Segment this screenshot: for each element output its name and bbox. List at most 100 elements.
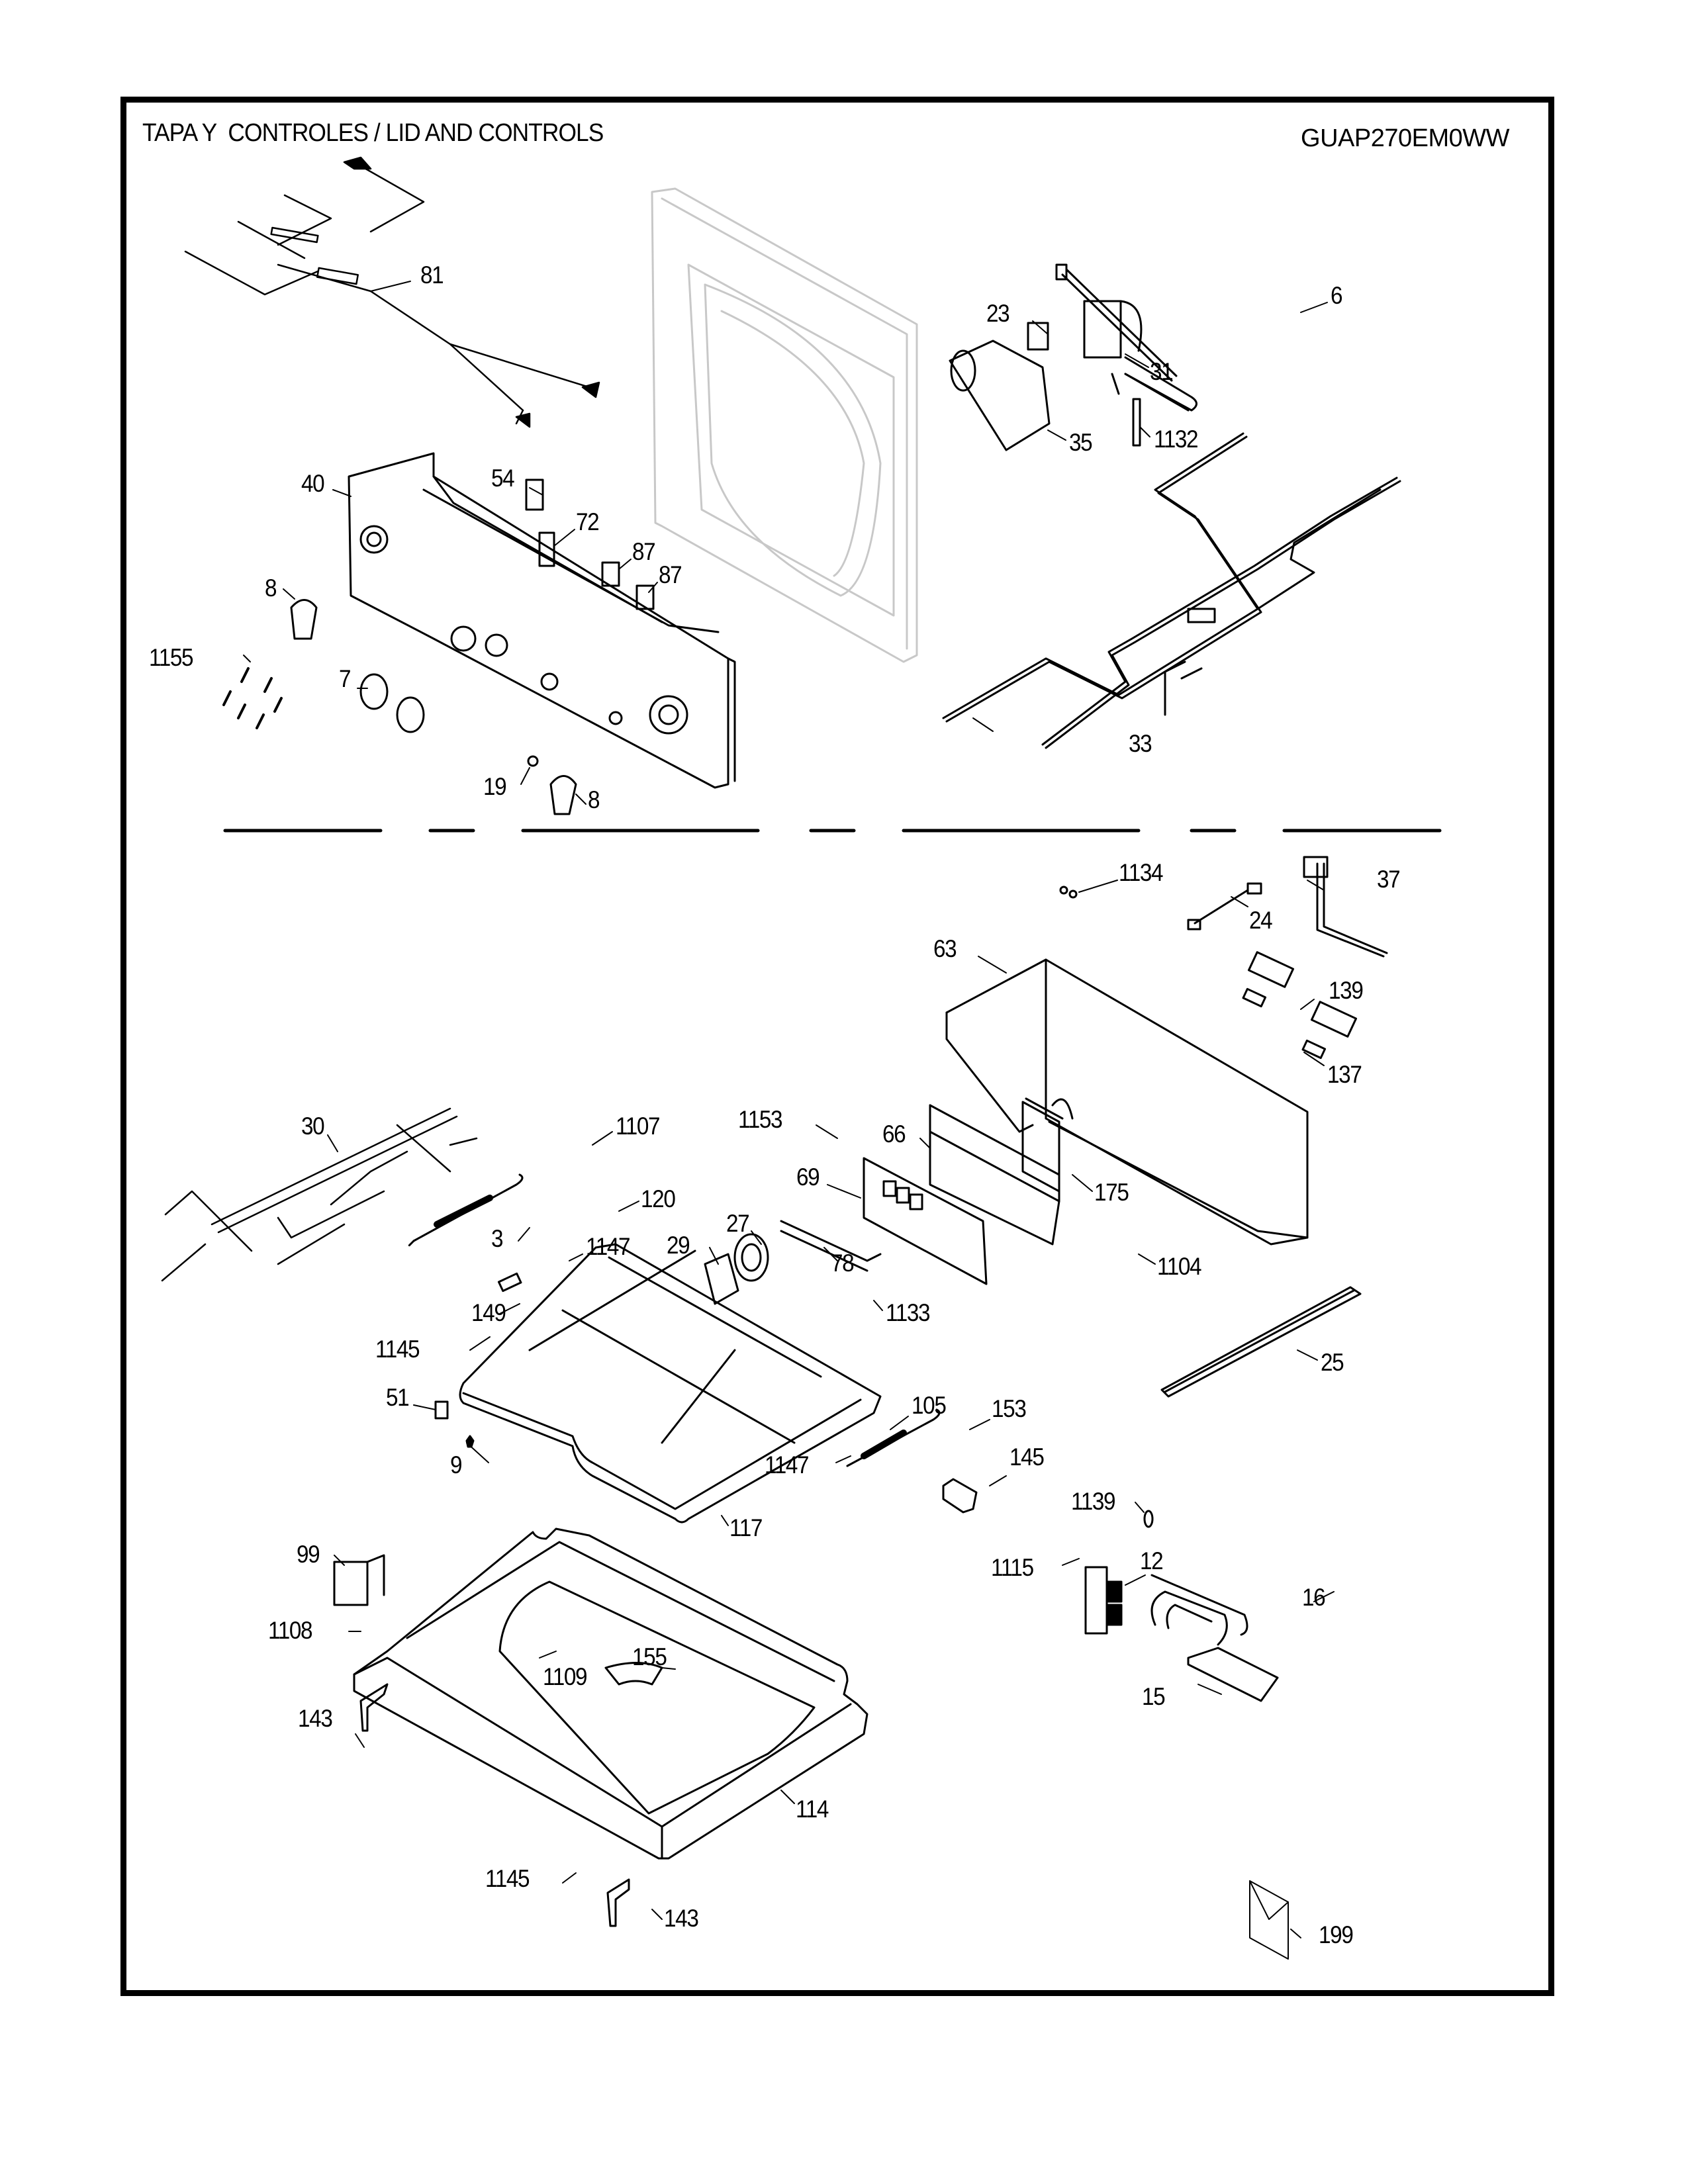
top-cover-114-drawing (353, 1527, 868, 1860)
bumper-51-drawing (434, 1400, 449, 1420)
callout-1115: 1115 (991, 1554, 1034, 1581)
strap-1132-drawing (1132, 398, 1141, 447)
literature-199-drawing (1249, 1880, 1289, 1960)
bracket-63-drawing (945, 958, 1309, 1246)
callout-6: 6 (1331, 282, 1343, 309)
callout-69: 69 (796, 1163, 820, 1191)
callout-40: 40 (301, 470, 325, 497)
callout-120: 120 (641, 1185, 676, 1212)
wire-harness-30-drawing (161, 1107, 478, 1282)
light-19-drawing (527, 755, 539, 767)
callout-1155: 1155 (149, 644, 194, 671)
callout-153: 153 (992, 1395, 1027, 1422)
cabinet-ghost (651, 187, 918, 663)
board-bracket-66-drawing (929, 1104, 1060, 1246)
callout-1147-a: 1147 (586, 1233, 631, 1260)
callout-1153: 1153 (738, 1106, 783, 1133)
callout-199: 199 (1319, 1921, 1354, 1948)
callout-78: 78 (831, 1250, 855, 1277)
callout-1133: 1133 (886, 1299, 931, 1326)
inlet-15-drawing (1187, 1647, 1279, 1702)
callout-24: 24 (1249, 907, 1273, 934)
callout-15: 15 (1142, 1683, 1166, 1710)
callout-30: 30 (301, 1113, 325, 1140)
leader-lines (243, 281, 1335, 1938)
lid-lock-27-drawing (733, 1233, 769, 1282)
knob-8-upper-drawing (290, 599, 318, 640)
spring-153-drawing (846, 1408, 941, 1467)
callout-145: 145 (1009, 1443, 1045, 1471)
callout-1147-b: 1147 (765, 1451, 810, 1479)
callout-51: 51 (386, 1384, 410, 1411)
callout-99: 99 (297, 1541, 320, 1568)
switch-23-drawing (1027, 322, 1049, 351)
callout-12: 12 (1140, 1547, 1164, 1574)
callout-35: 35 (1069, 429, 1093, 456)
callout-175: 175 (1094, 1179, 1129, 1206)
screws-1155-drawing (222, 667, 283, 729)
hinge-143-lower-drawing (606, 1878, 630, 1927)
callout-1132: 1132 (1154, 426, 1199, 453)
lid-switch-99-drawing (333, 1554, 385, 1606)
callout-8-upper: 8 (265, 574, 277, 602)
callout-72: 72 (576, 508, 600, 535)
callout-8-lower: 8 (588, 786, 600, 813)
wire-harness-81-drawing (184, 156, 600, 428)
callout-1139: 1139 (1071, 1488, 1116, 1515)
hinge-143-upper-drawing (359, 1683, 389, 1732)
callout-1145-a: 1145 (375, 1336, 420, 1363)
callout-3: 3 (491, 1225, 504, 1252)
hose-16-drawing (1150, 1574, 1248, 1646)
harness-78-drawing (780, 1220, 882, 1272)
callout-114: 114 (796, 1796, 829, 1823)
diagram-frame (120, 97, 1554, 1996)
clamp-1139-drawing (1143, 1510, 1154, 1528)
callout-19: 19 (483, 773, 507, 800)
callout-1145-b: 1145 (485, 1865, 530, 1892)
callout-29: 29 (667, 1232, 690, 1259)
harness-37-drawing (1303, 856, 1388, 958)
fuse-137-drawing (1242, 987, 1327, 1060)
bracket-29-drawing (704, 1253, 739, 1305)
trim-25-drawing (1160, 1286, 1362, 1398)
control-board-69-drawing (863, 1157, 988, 1285)
water-valve-12-drawing (1084, 1566, 1123, 1635)
wire-harness-33-drawing (942, 432, 1401, 749)
timer-bracket-35-drawing (949, 340, 1051, 451)
callout-87-a: 87 (632, 538, 656, 565)
callout-7: 7 (339, 665, 352, 692)
callout-54: 54 (491, 465, 515, 492)
callout-155: 155 (632, 1643, 667, 1670)
callout-1107: 1107 (616, 1113, 661, 1140)
callout-87-b: 87 (659, 561, 682, 588)
heater-6-drawing (1055, 263, 1197, 412)
knob-7-drawing (359, 673, 425, 733)
callout-143-lower: 143 (664, 1905, 699, 1932)
insulator-175-drawing (1021, 1097, 1064, 1193)
callout-37: 37 (1377, 866, 1401, 893)
diagram-title: TAPA Y CONTROLES / LID AND CONTROLS (142, 119, 604, 147)
model-number: GUAP270EM0WW (1301, 124, 1509, 152)
strike-149-drawing (497, 1272, 522, 1293)
lid-117-drawing (459, 1243, 882, 1524)
spring-1147-area-drawing (408, 1173, 524, 1247)
hinge-bracket-145-drawing (942, 1478, 978, 1514)
callout-63: 63 (933, 935, 957, 962)
callout-16: 16 (1302, 1584, 1326, 1611)
callout-139: 139 (1329, 977, 1364, 1004)
callout-23: 23 (986, 300, 1010, 327)
callout-31: 31 (1150, 358, 1174, 385)
callout-33: 33 (1129, 730, 1152, 757)
callout-1108: 1108 (268, 1617, 313, 1644)
callout-143-upper: 143 (298, 1705, 333, 1732)
callout-1104: 1104 (1157, 1253, 1202, 1280)
callout-66: 66 (882, 1120, 906, 1148)
callout-27: 27 (726, 1210, 750, 1237)
callout-9: 9 (450, 1451, 463, 1479)
harness-24-drawing (1187, 882, 1262, 931)
knob-8-lower-drawing (549, 775, 577, 815)
callout-117: 117 (729, 1514, 763, 1541)
callout-137: 137 (1327, 1061, 1362, 1088)
fuse-holder-139-drawing (1247, 951, 1358, 1038)
